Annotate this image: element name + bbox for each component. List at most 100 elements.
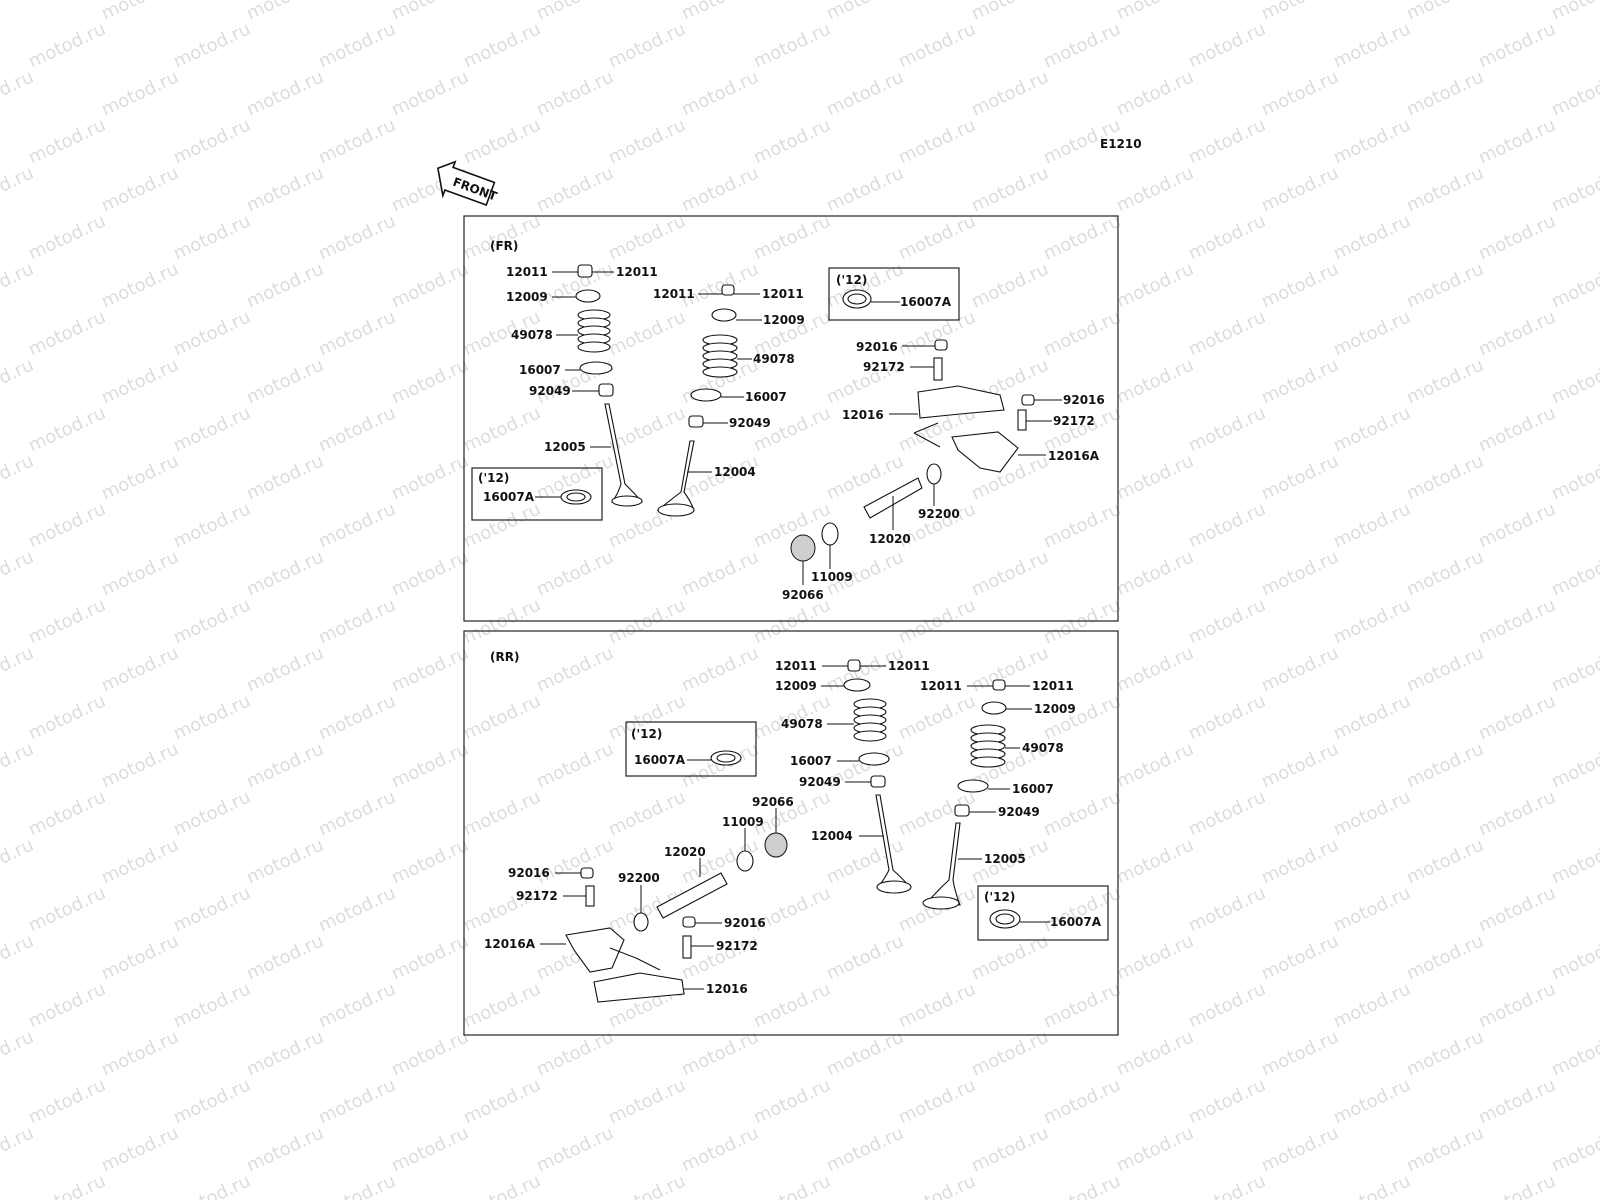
- retainer-icon: [843, 678, 871, 692]
- panel-rr-title: (RR): [490, 650, 519, 664]
- fr-label-92066: 92066: [782, 588, 824, 602]
- cotter-icon: [992, 679, 1006, 691]
- rr-leader-lines: [540, 665, 1032, 990]
- rr-label-12020: 12020: [664, 845, 706, 859]
- fr-label-12011-c: 12011: [653, 287, 695, 301]
- adjuster-92172-icon: [585, 885, 595, 907]
- rr-label-92016-a: 92016: [508, 866, 550, 880]
- valve-12005-icon: [923, 822, 961, 906]
- rr-label-16007-a: 16007: [790, 754, 832, 768]
- rr-label-12011-a: 12011: [775, 659, 817, 673]
- fr-label-49078-b: 49078: [753, 352, 795, 366]
- fr-label-12011-b: 12011: [616, 265, 658, 279]
- fr-label-12011-a: 12011: [506, 265, 548, 279]
- rr-label-49078-b: 49078: [1022, 741, 1064, 755]
- retainer-icon: [711, 308, 737, 322]
- spring-seat-icon: [957, 779, 989, 793]
- oring-11009-icon: [736, 850, 754, 872]
- panel-fr-frame: [463, 215, 1119, 622]
- rr-inset-left: ('12) 16007A: [625, 721, 757, 777]
- rr-label-92172-b: 92172: [716, 939, 758, 953]
- nut-92016-icon: [682, 916, 696, 928]
- fr-rocker-assembly: [790, 339, 1035, 562]
- rr-inset-left-part: 16007A: [634, 753, 686, 767]
- rr-label-16007-b: 16007: [1012, 782, 1054, 796]
- rr-inset-right-part: 16007A: [1050, 915, 1102, 929]
- panel-fr: (FR) ('12) 16007A ('12) 16007A: [463, 215, 1119, 622]
- spring-icon: [577, 309, 611, 353]
- fr-label-92172-b: 92172: [1053, 414, 1095, 428]
- fr-label-11009: 11009: [811, 570, 853, 584]
- panel-rr: (RR) ('12) 16007A ('12) 16007A: [463, 630, 1119, 1036]
- valve-12005-icon: [604, 403, 644, 503]
- fr-label-12011-d: 12011: [762, 287, 804, 301]
- fr-label-92172-a: 92172: [863, 360, 905, 374]
- stem-seal-icon: [954, 804, 970, 817]
- rr-label-12016a: 12016A: [484, 937, 536, 951]
- rr-label-12005: 12005: [984, 852, 1026, 866]
- rr-label-12004: 12004: [811, 829, 853, 843]
- adjuster-92172-icon: [682, 935, 692, 959]
- cotter-icon: [577, 264, 593, 278]
- diagram-code: E1210: [1100, 137, 1142, 151]
- fr-inset-lower: ('12) 16007A: [471, 467, 603, 521]
- spring-seat-icon: [858, 752, 890, 766]
- oring-92200-icon: [633, 912, 649, 932]
- fr-inset-upper: ('12) 16007A: [828, 267, 960, 321]
- rr-valve-stack-right: [922, 679, 1007, 910]
- oring-92200-icon: [926, 463, 942, 485]
- fr-label-12009-a: 12009: [506, 290, 548, 304]
- fr-label-92200: 92200: [918, 507, 960, 521]
- rr-rocker-assembly: [565, 832, 788, 1003]
- cotter-icon: [847, 659, 861, 672]
- rr-label-11009: 11009: [722, 815, 764, 829]
- rr-label-92049-a: 92049: [799, 775, 841, 789]
- rocker-arm-12016-icon: [917, 385, 1005, 419]
- panel-fr-title: (FR): [490, 239, 518, 253]
- fr-inset-lower-part: 16007A: [483, 490, 535, 504]
- fr-label-12004: 12004: [714, 465, 756, 479]
- fr-inset-lower-year: ('12): [478, 471, 509, 485]
- shaft-12020-icon: [656, 872, 728, 919]
- rr-label-12011-c: 12011: [920, 679, 962, 693]
- plug-92066-icon: [764, 832, 788, 858]
- fr-label-92049-b: 92049: [729, 416, 771, 430]
- rocker-arm-12016a-icon: [565, 927, 625, 973]
- rr-valve-stack-center: [843, 659, 912, 894]
- nut-92016-icon: [934, 339, 948, 351]
- plug-92066-icon: [790, 534, 816, 562]
- rr-label-12011-b: 12011: [888, 659, 930, 673]
- fr-label-49078-a: 49078: [511, 328, 553, 342]
- valve-12004-icon: [875, 794, 912, 888]
- nut-92016-icon: [1021, 394, 1035, 406]
- rocker-arm-12016-icon: [593, 972, 685, 1003]
- rr-inset-right-year: ('12): [984, 890, 1015, 904]
- nut-92016-icon: [580, 867, 594, 879]
- fr-valve-stack-left: [575, 264, 644, 507]
- spring-seat-icon: [690, 388, 722, 402]
- panel-rr-frame: [463, 630, 1119, 1036]
- fr-leader-lines: [552, 271, 1062, 585]
- fr-inset-upper-year: ('12): [836, 273, 867, 287]
- stem-seal-icon: [598, 383, 614, 397]
- rocker-arm-12016a-icon: [951, 431, 1019, 473]
- adjuster-92172-icon: [1017, 409, 1027, 431]
- rr-label-92200: 92200: [618, 871, 660, 885]
- fr-label-12016: 12016: [842, 408, 884, 422]
- rr-label-12009-a: 12009: [775, 679, 817, 693]
- spring-icon: [853, 698, 887, 742]
- rr-callout-labels: 12011 12011 12009 49078 16007 92049 1200…: [484, 659, 1076, 996]
- fr-callout-labels: 12011 12011 12009 49078 16007 92049 1200…: [506, 265, 1105, 602]
- rr-label-12011-d: 12011: [1032, 679, 1074, 693]
- front-arrow-icon: FRONT: [436, 160, 500, 207]
- oring-11009-icon: [821, 522, 839, 546]
- fr-label-12009-b: 12009: [763, 313, 805, 327]
- fr-label-12016a: 12016A: [1048, 449, 1100, 463]
- retainer-icon: [981, 701, 1007, 715]
- stem-seal-icon: [688, 415, 704, 428]
- fr-label-92049-a: 92049: [529, 384, 571, 398]
- rr-label-92066: 92066: [752, 795, 794, 809]
- fr-label-92016-b: 92016: [1063, 393, 1105, 407]
- rr-label-49078-a: 49078: [781, 717, 823, 731]
